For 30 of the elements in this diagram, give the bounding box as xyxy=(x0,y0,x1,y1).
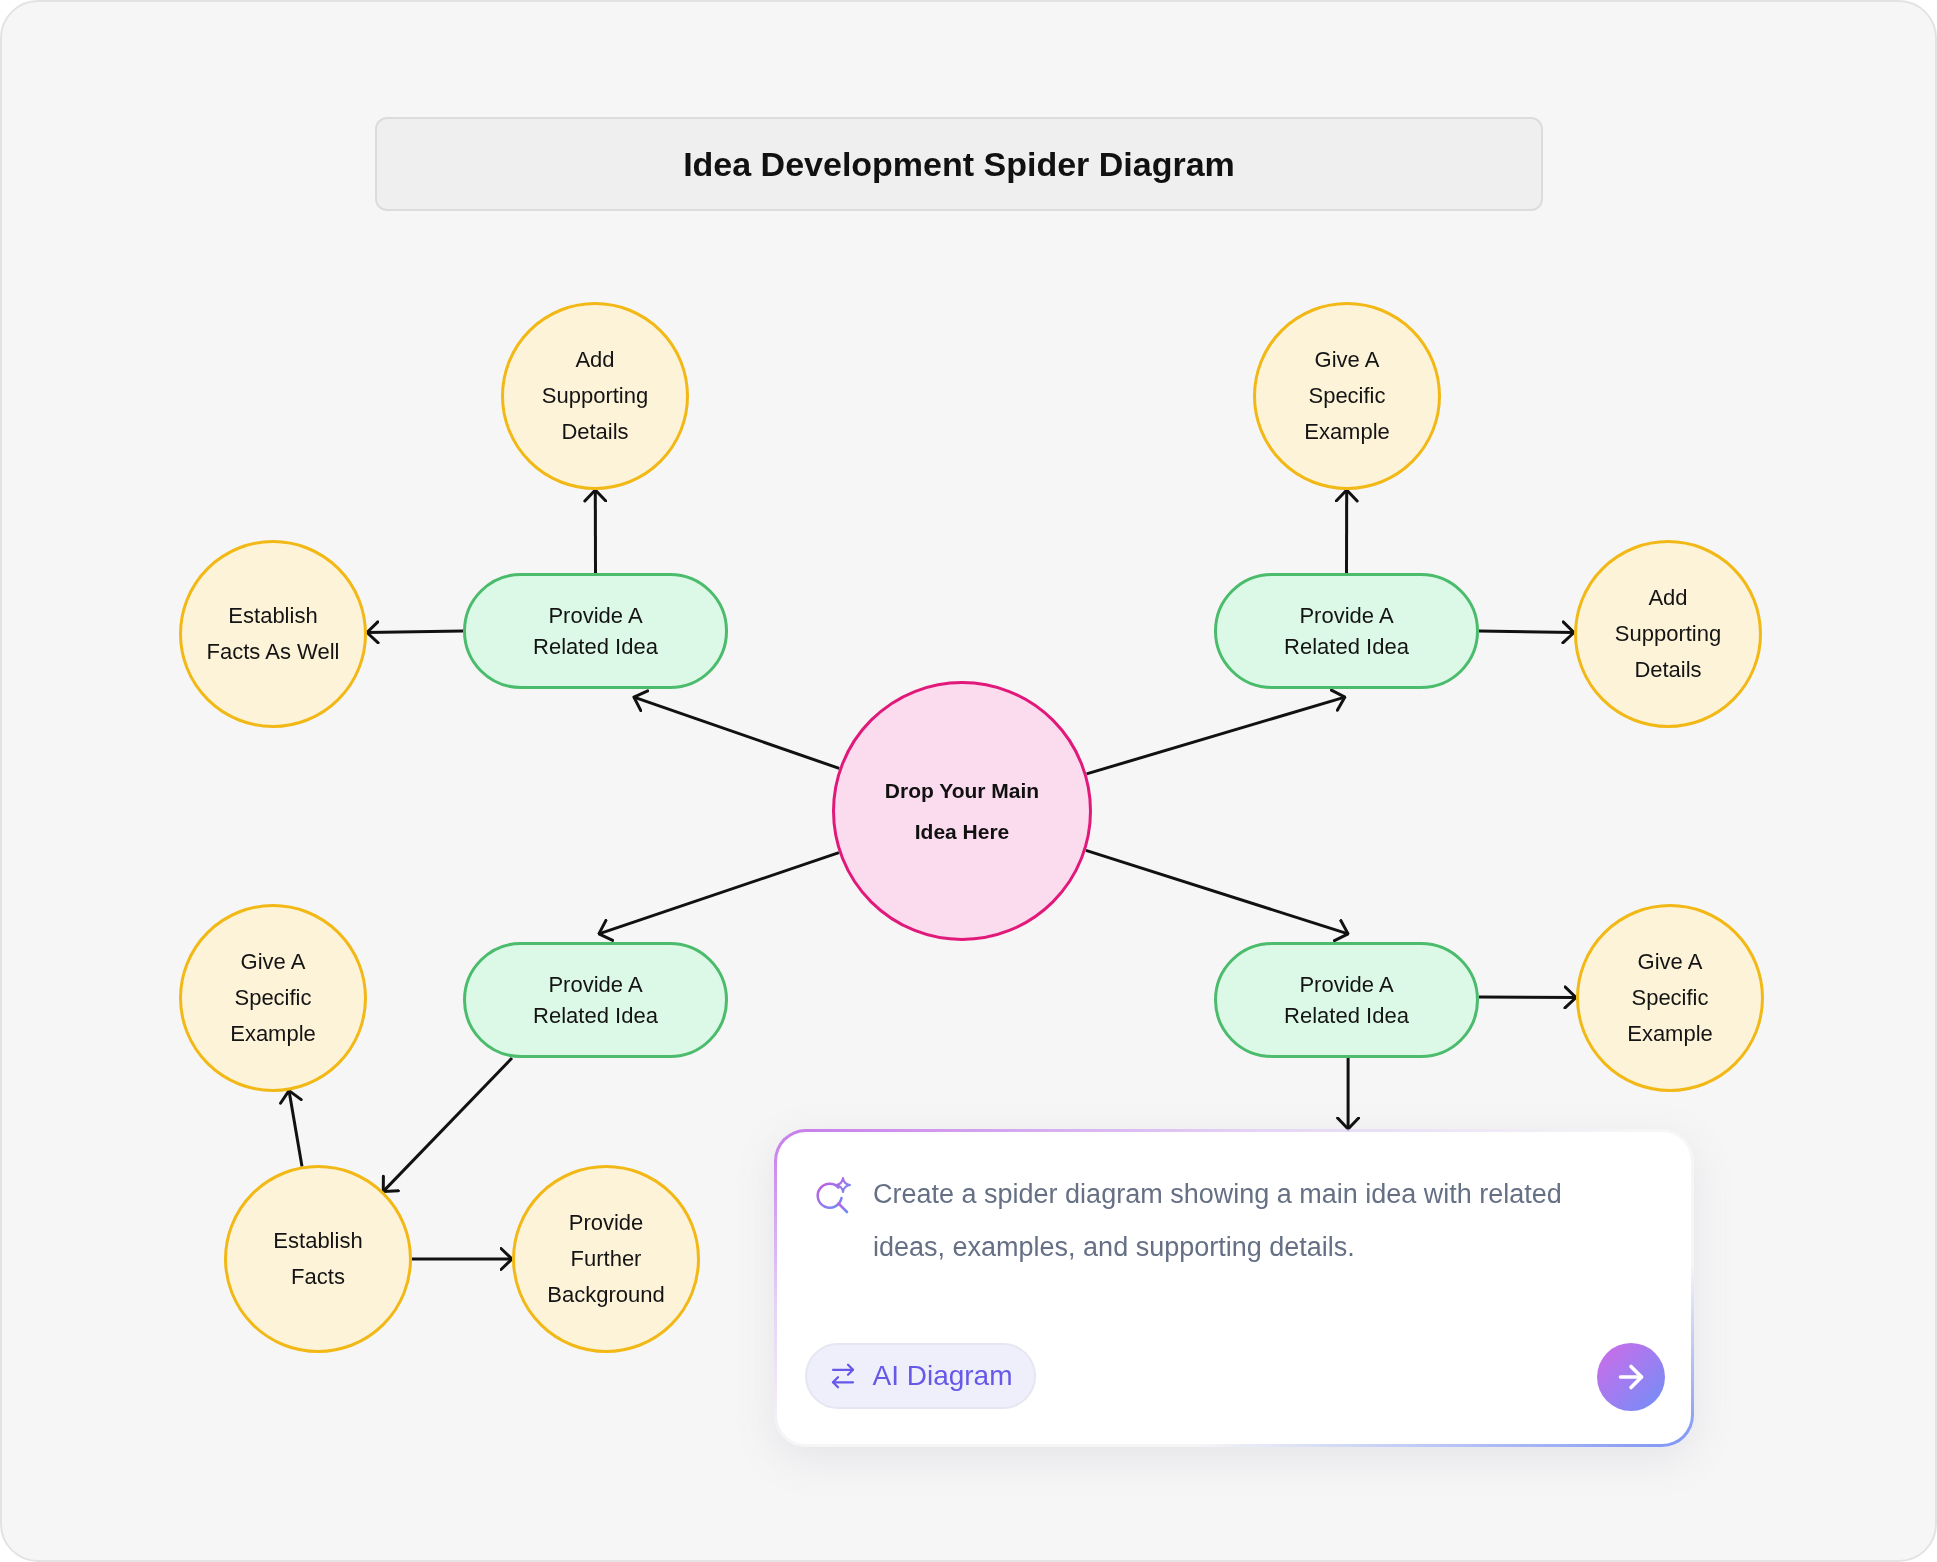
arrow xyxy=(412,1247,514,1271)
idea-label: Provide Further Background xyxy=(546,1209,666,1309)
idea-label: Provide A Related Idea xyxy=(532,602,659,661)
idea-label: Add Supporting Details xyxy=(1613,584,1723,684)
idea-label: Provide A Related Idea xyxy=(1283,602,1410,661)
arrow xyxy=(1478,620,1576,645)
arrow xyxy=(1336,1058,1361,1131)
prompt-text: Create a spider diagram showing a main idea with related ideas, examples, and supporting details. xyxy=(873,1178,1563,1264)
idea-label: Establish Facts xyxy=(272,1227,364,1291)
idea-label: Establish Facts As Well xyxy=(205,602,341,666)
idea-label: Provide A Related Idea xyxy=(1283,971,1410,1030)
arrow xyxy=(365,620,464,645)
idea-label: Add Supporting Details xyxy=(540,346,650,446)
arrow xyxy=(583,488,608,573)
arrow xyxy=(1334,488,1359,573)
idea-label: Give A Specific Example xyxy=(1303,346,1391,446)
idea-label: Give A Specific Example xyxy=(229,948,317,1048)
prompt-panel xyxy=(774,1129,1694,1447)
arrow xyxy=(381,1056,514,1193)
arrow xyxy=(1479,985,1578,1010)
diagram-title: Idea Development Spider Diagram xyxy=(375,117,1543,211)
idea-label: Provide A Related Idea xyxy=(532,971,659,1030)
arrow xyxy=(279,1089,304,1167)
arrow xyxy=(632,689,840,770)
arrow xyxy=(1086,688,1347,776)
arrow xyxy=(597,851,840,942)
main-idea-label: Drop Your Main Idea Here xyxy=(883,778,1041,845)
arrow xyxy=(1085,848,1350,943)
mode-button: AI Diagram xyxy=(805,1343,1036,1409)
idea-label: Give A Specific Example xyxy=(1626,948,1714,1048)
